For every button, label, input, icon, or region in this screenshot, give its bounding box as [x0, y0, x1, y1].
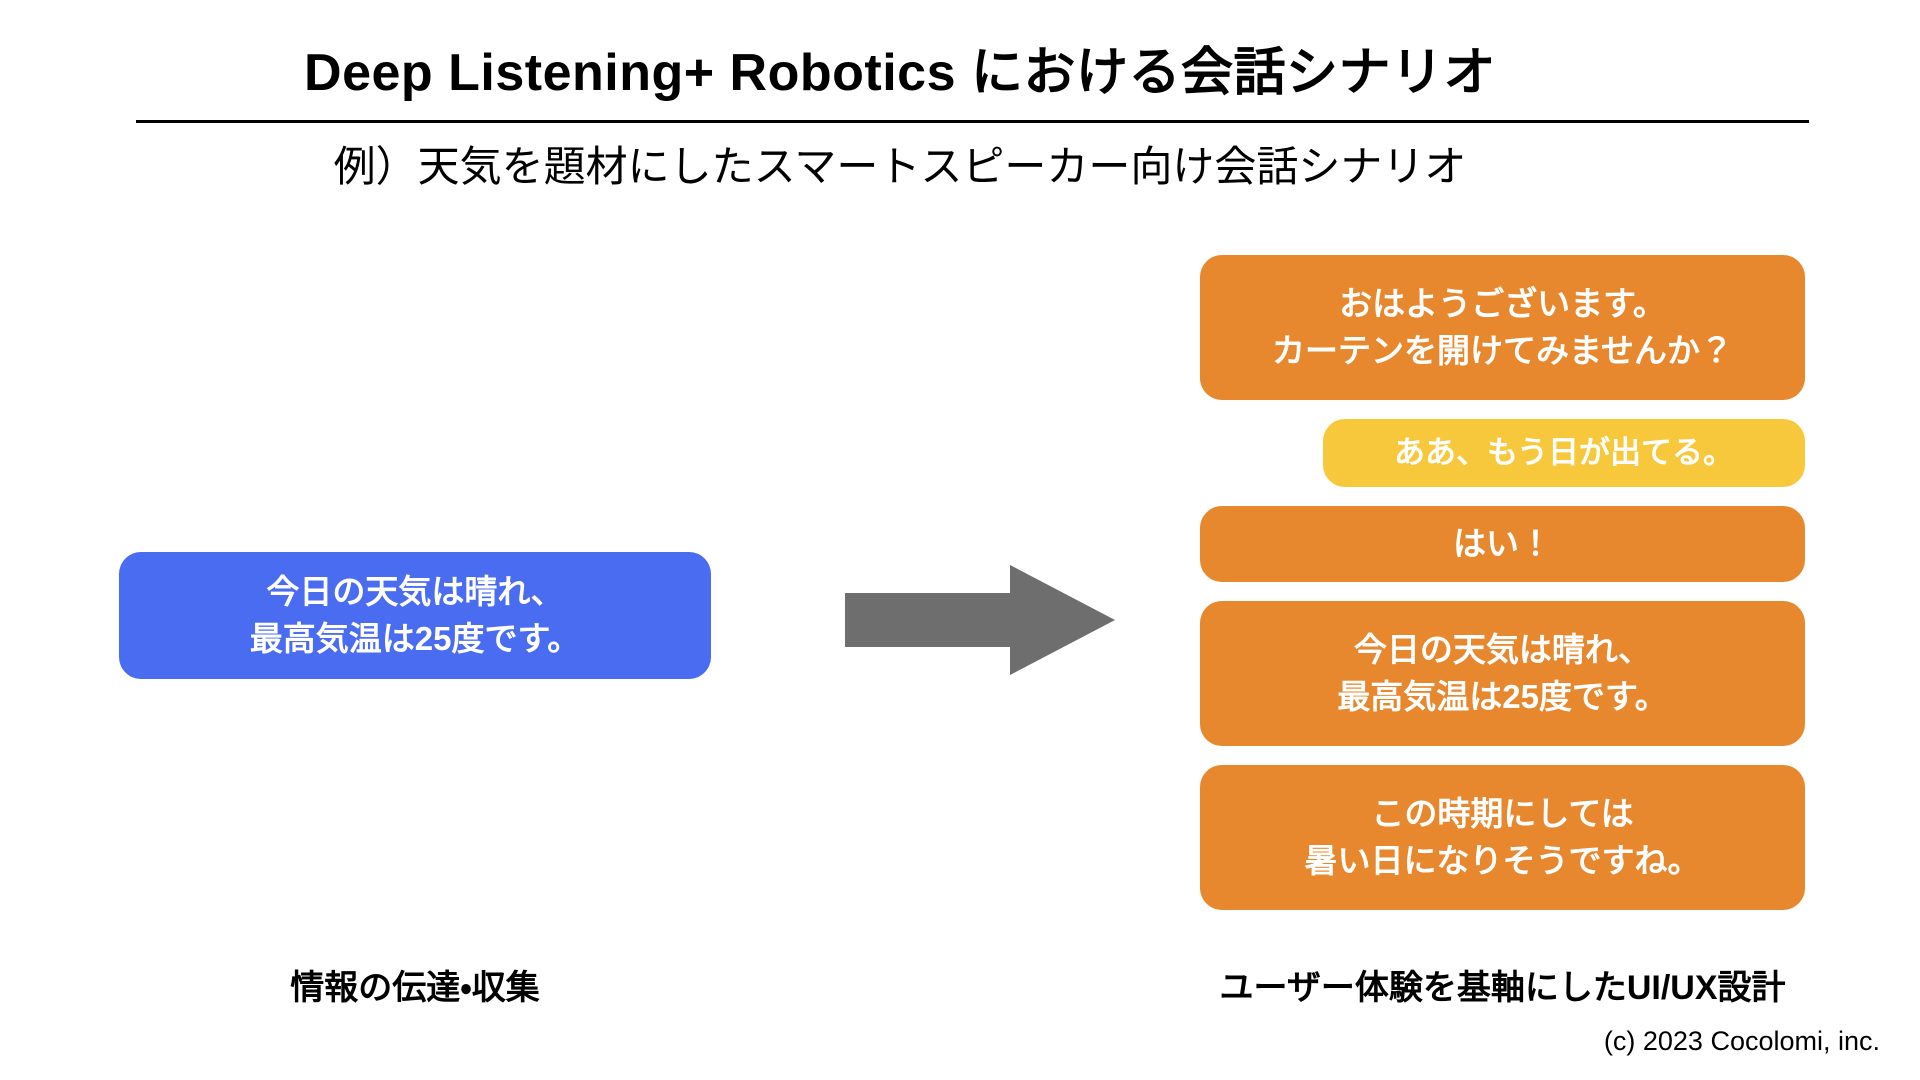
bubble-line: 暑い日になりそうですね。: [1304, 841, 1701, 879]
chat-bubble-assistant: はい！: [1200, 506, 1805, 582]
left-panel-caption: 情報の伝達・収集: [290, 969, 540, 1007]
right-arrow-icon: [845, 565, 1115, 675]
bubble-line: 今日の天気は晴れ、: [1353, 630, 1652, 668]
plain-output-bubble: 今日の天気は晴れ、 最高気温は25度です。: [119, 552, 711, 679]
page-title: Deep Listening+ Robotics における会話シナリオ: [304, 44, 1496, 102]
bubble-line: 今日の天気は晴れ、: [266, 572, 564, 610]
chat-bubble-assistant: おはようございます。 カーテンを開けてみませんか？: [1200, 255, 1805, 400]
bubble-line: この時期にしては: [1371, 794, 1634, 832]
chat-bubble-user: ああ、もう日が出てる。: [1323, 419, 1805, 487]
chat-bubble-assistant: この時期にしては 暑い日になりそうですね。: [1200, 765, 1805, 910]
bubble-line: おはようございます。: [1339, 284, 1666, 322]
conversation-list: おはようございます。 カーテンを開けてみませんか？ ああ、もう日が出てる。 はい…: [1200, 255, 1805, 929]
copyright-notice: (c) 2023 Cocolomi, inc.: [1603, 1026, 1880, 1056]
title-divider: [136, 120, 1809, 123]
chat-bubble-assistant: 今日の天気は晴れ、 最高気温は25度です。: [1200, 601, 1805, 746]
bubble-line: はい！: [1453, 524, 1552, 562]
bubble-line: 最高気温は25度です。: [249, 619, 581, 657]
bubble-line: ああ、もう日が出てる。: [1393, 434, 1735, 470]
page-subtitle: 例）天気を題材にしたスマートスピーカー向け会話シナリオ: [333, 143, 1467, 190]
right-panel-caption: ユーザー体験を基軸にしたUI/UX設計: [1219, 969, 1786, 1007]
bubble-line: カーテンを開けてみませんか？: [1271, 331, 1733, 369]
bubble-line: 最高気温は25度です。: [1337, 677, 1668, 715]
